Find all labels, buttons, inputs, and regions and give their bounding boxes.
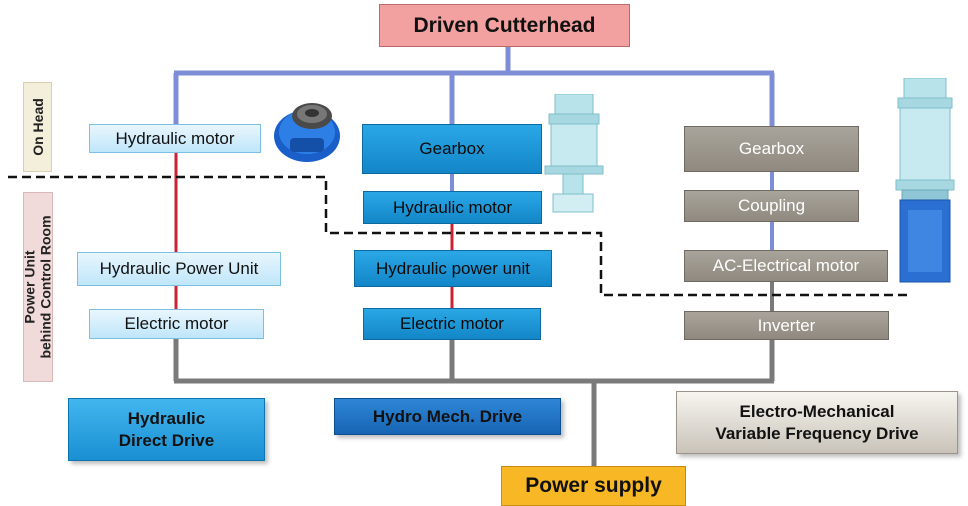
col1-electric-motor-box: Electric motor: [89, 309, 264, 339]
col3-inverter-box: Inverter: [684, 311, 889, 340]
power-unit-label-line2: behind Control Room: [38, 215, 54, 359]
electro-mechanical-drive-line1: Electro-Mechanical: [739, 401, 895, 421]
on-head-label: On Head: [29, 98, 46, 156]
col1-hydraulic-power-unit-box: Hydraulic Power Unit: [77, 252, 281, 286]
gearbox-hydraulic-motor-picture: [544, 94, 604, 213]
col3-ac-motor-label: AC-Electrical motor: [712, 256, 860, 275]
driven-cutterhead-box: Driven Cutterhead: [379, 4, 630, 47]
hydraulic-direct-drive-box: Hydraulic Direct Drive: [68, 398, 265, 461]
on-head-boundary-dashed-line: [8, 175, 912, 297]
electro-mechanical-drive-line2: Variable Frequency Drive: [715, 423, 919, 443]
driven-cutterhead-label: Driven Cutterhead: [413, 13, 596, 37]
col1-hydraulic-power-unit-label: Hydraulic Power Unit: [99, 259, 259, 278]
col3-gearbox-label: Gearbox: [738, 139, 805, 158]
power-unit-label-line1: Power Unit: [22, 250, 38, 324]
col1-hydraulic-motor-label: Hydraulic motor: [115, 128, 235, 148]
col3-coupling-box: Coupling: [684, 190, 859, 222]
col2-electric-motor-label: Electric motor: [400, 314, 504, 333]
col2-hydraulic-motor-box: Hydraulic motor: [363, 191, 542, 224]
col3-coupling-label: Coupling: [737, 196, 806, 215]
hydraulic-motor-picture: [274, 103, 340, 162]
col2-hydraulic-power-unit-box: Hydraulic power unit: [354, 250, 552, 287]
hydraulic-direct-drive-line2: Direct Drive: [118, 430, 215, 450]
col2-electric-motor-box: Electric motor: [363, 308, 541, 340]
col2-gearbox-box: Gearbox: [362, 124, 542, 174]
power-unit-label-box: Power Unit behind Control Room: [22, 192, 54, 382]
col1-electric-motor-label: Electric motor: [124, 314, 229, 333]
power-supply-label: Power supply: [525, 474, 662, 497]
col3-inverter-label: Inverter: [757, 315, 816, 335]
col3-gearbox-box: Gearbox: [684, 126, 859, 172]
col3-ac-motor-box: AC-Electrical motor: [684, 250, 888, 282]
col2-gearbox-label: Gearbox: [419, 139, 485, 158]
on-head-label-box: On Head: [23, 82, 52, 172]
col1-hydraulic-motor-box: Hydraulic motor: [89, 124, 261, 153]
power-supply-box: Power supply: [501, 466, 686, 506]
hydro-mech-drive-box: Hydro Mech. Drive: [334, 398, 561, 435]
col2-hydraulic-motor-label: Hydraulic motor: [392, 197, 513, 217]
hydraulic-direct-drive-line1: Hydraulic: [127, 408, 206, 428]
power-unit-label: Power Unit behind Control Room: [22, 215, 54, 358]
hydro-mech-drive-label: Hydro Mech. Drive: [372, 406, 523, 426]
gearbox-ac-motor-picture: [895, 78, 955, 283]
electro-mechanical-drive-box: Electro-Mechanical Variable Frequency Dr…: [676, 391, 958, 454]
col2-hydraulic-power-unit-label: Hydraulic power unit: [375, 258, 530, 278]
